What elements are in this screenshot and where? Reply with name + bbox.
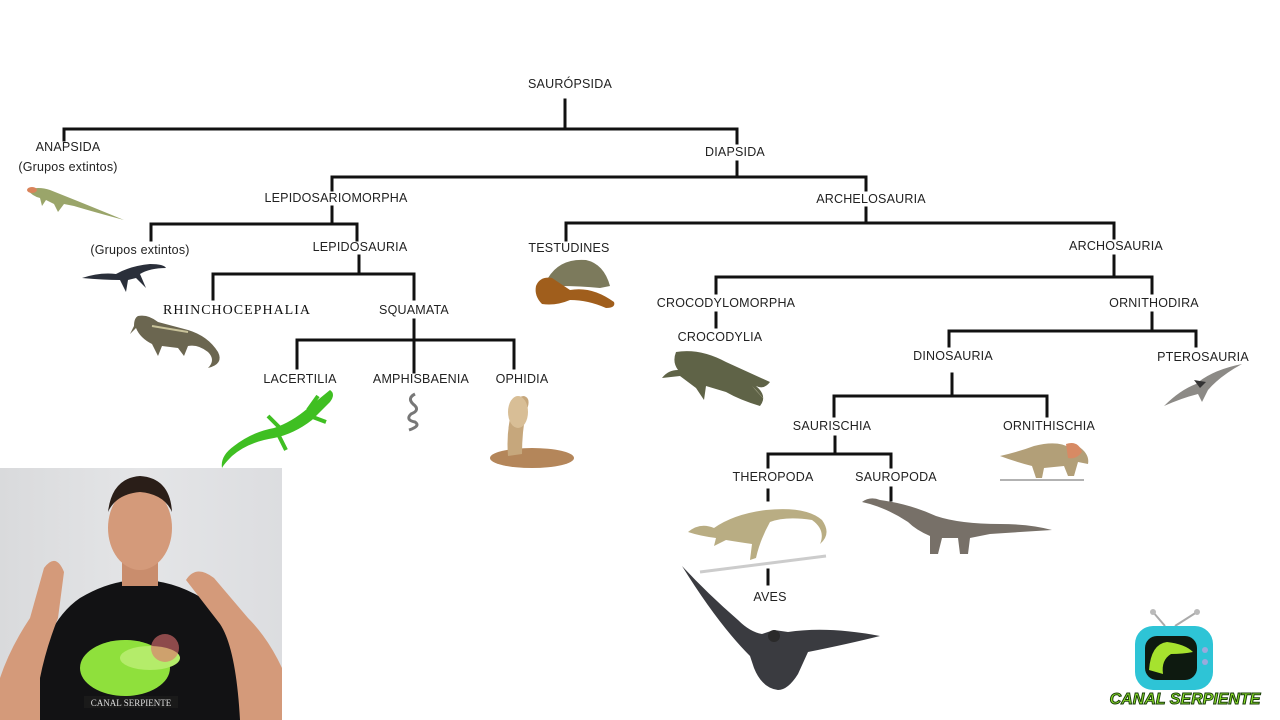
node-label-dinosauria: DINOSAURIA	[913, 349, 993, 363]
node-label-rhinchocephalia: RHINCHOCEPHALIA	[163, 303, 311, 318]
sauropod-image	[860, 494, 1054, 556]
node-label-saurischia: SAURISCHIA	[792, 419, 872, 433]
node-label-pterosauria: PTEROSAURIA	[1157, 350, 1249, 364]
node-label-aves: AVES	[753, 590, 787, 604]
triceratops-image	[998, 436, 1096, 482]
node-label-archelosauria: ARCHELOSAURIA	[816, 192, 926, 206]
node-label-lepido-extinct: (Grupos extintos)	[90, 243, 190, 257]
node-label-ornithischia: ORNITHISCHIA	[1003, 419, 1095, 433]
node-label-diapsida: DIAPSIDA	[705, 145, 765, 159]
tuatara-image	[128, 312, 228, 370]
node-label-lepidosauriomorpha: LEPIDOSARIOMORPHA	[264, 191, 408, 205]
canal-serpiente-logo: CANAL SERPIENTE	[1105, 604, 1265, 714]
crocodile-image	[660, 346, 774, 410]
node-sublabel-anapsida: (Grupos extintos)	[18, 160, 118, 174]
theropod-image	[686, 500, 832, 574]
cobra-image	[488, 392, 576, 470]
node-label-sauropsida: SAURÓPSIDA	[528, 77, 612, 91]
logo-text: CANAL SERPIENTE	[1110, 691, 1262, 708]
node-label-crocodylomorpha: CROCODYLOMORPHA	[656, 296, 796, 310]
node-label-lepidosauria: LEPIDOSAURIA	[312, 240, 408, 254]
amphisbaenian-image	[403, 392, 425, 432]
presenter-figure: CANAL SERPIENTE	[0, 476, 282, 720]
presenter-video-overlay: CANAL SERPIENTE	[0, 468, 282, 720]
anapsid-lizard-image	[24, 182, 128, 224]
tortoise-image	[530, 256, 620, 310]
plesiosaur-image	[80, 258, 168, 294]
node-label-squamata: SQUAMATA	[379, 303, 449, 317]
node-label-lacertilia: LACERTILIA	[263, 372, 337, 386]
node-label-sauropoda: SAUROPODA	[855, 470, 937, 484]
green-gecko-image	[218, 386, 338, 468]
node-label-theropoda: THEROPODA	[732, 470, 814, 484]
node-label-archosauria: ARCHOSAURIA	[1069, 239, 1163, 253]
falcon-image	[678, 564, 884, 692]
node-label-anapsida: ANAPSIDA	[35, 140, 101, 154]
node-label-ophidia: OPHIDIA	[495, 372, 549, 386]
node-label-amphisbaenia: AMPHISBAENIA	[372, 372, 470, 386]
presenter-shirt-text: CANAL SERPIENTE	[91, 698, 172, 708]
node-label-crocodylia: CROCODYLIA	[677, 330, 763, 344]
pterosaur-image	[1160, 362, 1244, 408]
node-label-testudines: TESTUDINES	[528, 241, 610, 255]
node-label-ornithodira: ORNITHODIRA	[1109, 296, 1199, 310]
